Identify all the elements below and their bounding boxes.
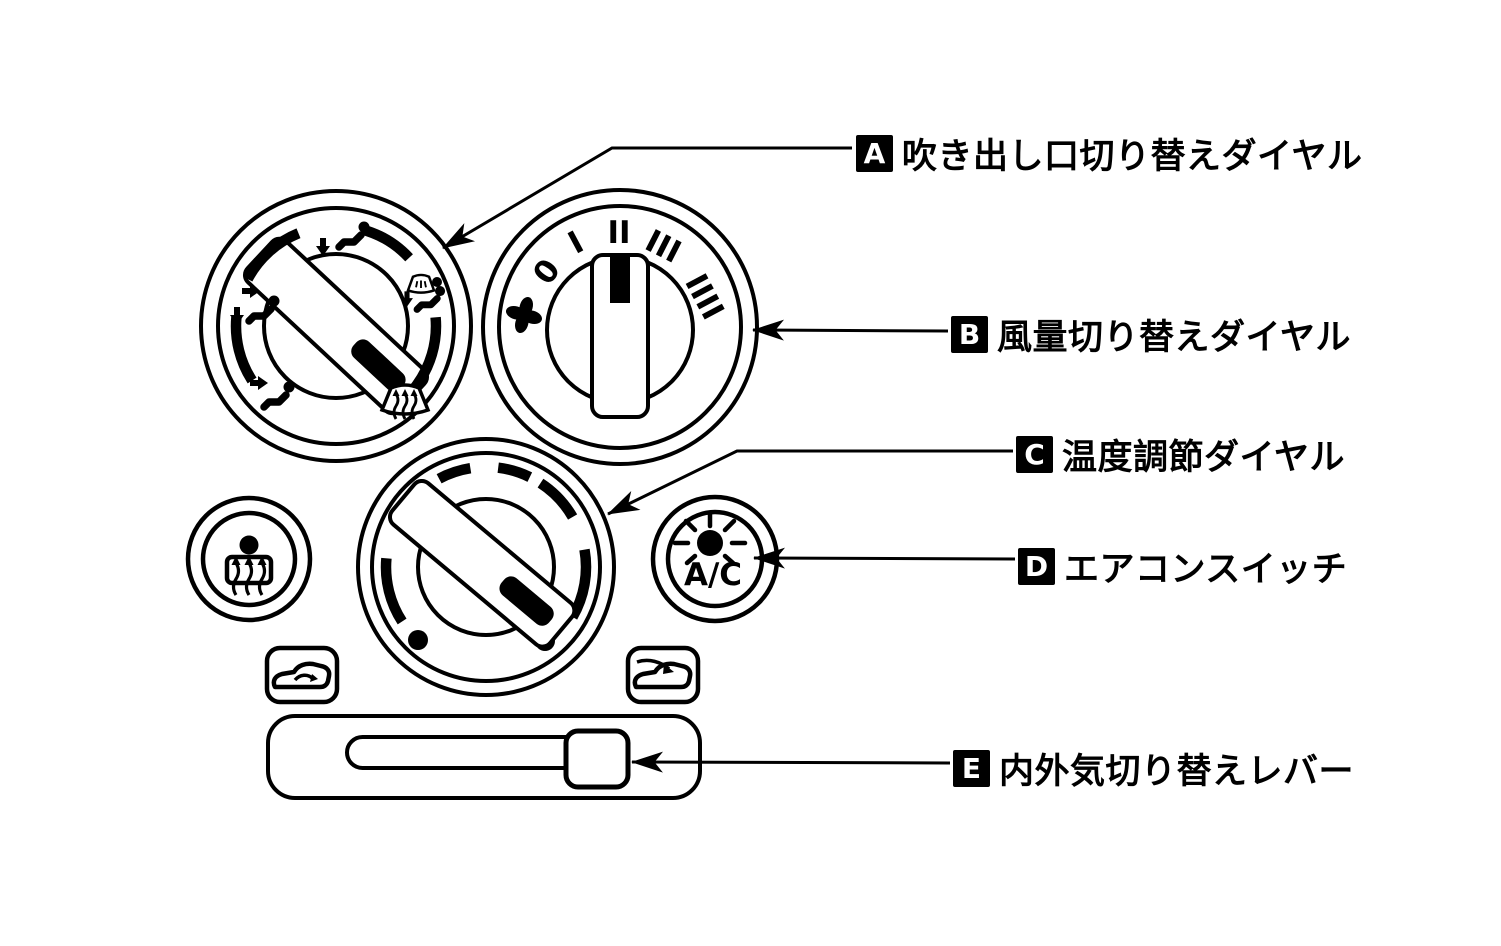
- intake-lever: [266, 714, 702, 800]
- cool-dot-icon: [408, 630, 428, 650]
- callout-leaders: [442, 146, 1016, 773]
- leader-line-a: [442, 146, 852, 250]
- callout-c-badge: C: [1016, 436, 1053, 473]
- fan-icon: [505, 296, 543, 334]
- ac-indicator-icon: [672, 511, 748, 566]
- recirculation-button: [264, 645, 340, 705]
- fan-dial-indicator: [610, 257, 630, 303]
- temp-dial: [356, 437, 616, 697]
- outside-air-button: [625, 645, 701, 705]
- defrost-icon: [379, 383, 431, 420]
- leader-line-e: [631, 751, 951, 773]
- outlet-dial: [199, 189, 473, 463]
- temp-dial-indicator: [499, 576, 554, 626]
- callout-b-text: 風量切り替えダイヤル: [997, 318, 1351, 358]
- callout-a-text: 吹き出し口切り替えダイヤル: [902, 137, 1363, 177]
- leader-line-b: [752, 319, 949, 341]
- foot-defrost-icon: [401, 273, 445, 310]
- callout-a-badge: A: [856, 135, 893, 172]
- fan-dial: 0 I II III IIII: [481, 188, 759, 466]
- fan-dial-knob: [590, 253, 650, 419]
- outside-air-car-icon: [635, 658, 690, 687]
- outlet-dial-indicator: [351, 339, 406, 392]
- rear-defogger-icon: [224, 535, 274, 596]
- callout-d-text: エアコンスイッチ: [1064, 550, 1348, 590]
- temp-dial-knob: [388, 478, 577, 649]
- intake-lever-knob: [563, 728, 631, 790]
- callout-b: B 風量切り替えダイヤル: [951, 309, 1351, 360]
- callout-c: C 温度調節ダイヤル: [1016, 429, 1345, 480]
- leader-line-c: [607, 449, 1013, 516]
- callout-b-badge: B: [951, 316, 988, 353]
- callout-a: A 吹き出し口切り替えダイヤル: [856, 128, 1362, 179]
- callout-e: E 内外気切り替えレバー: [953, 743, 1354, 794]
- callout-e-badge: E: [953, 750, 990, 787]
- ac-switch-label: A/C: [684, 557, 742, 593]
- leader-line-d: [753, 547, 1016, 569]
- callout-d-badge: D: [1018, 548, 1055, 585]
- fan-speed-mark-2: II: [607, 215, 630, 251]
- indicator-dot: [239, 535, 259, 555]
- recirculated-air-car-icon: [274, 664, 329, 687]
- callout-e-text: 内外気切り替えレバー: [999, 752, 1355, 792]
- callout-c-text: 温度調節ダイヤル: [1062, 438, 1345, 478]
- rear-defogger-button: [185, 495, 313, 623]
- indicator-dot: [697, 530, 723, 556]
- callout-d: D エアコンスイッチ: [1018, 541, 1347, 592]
